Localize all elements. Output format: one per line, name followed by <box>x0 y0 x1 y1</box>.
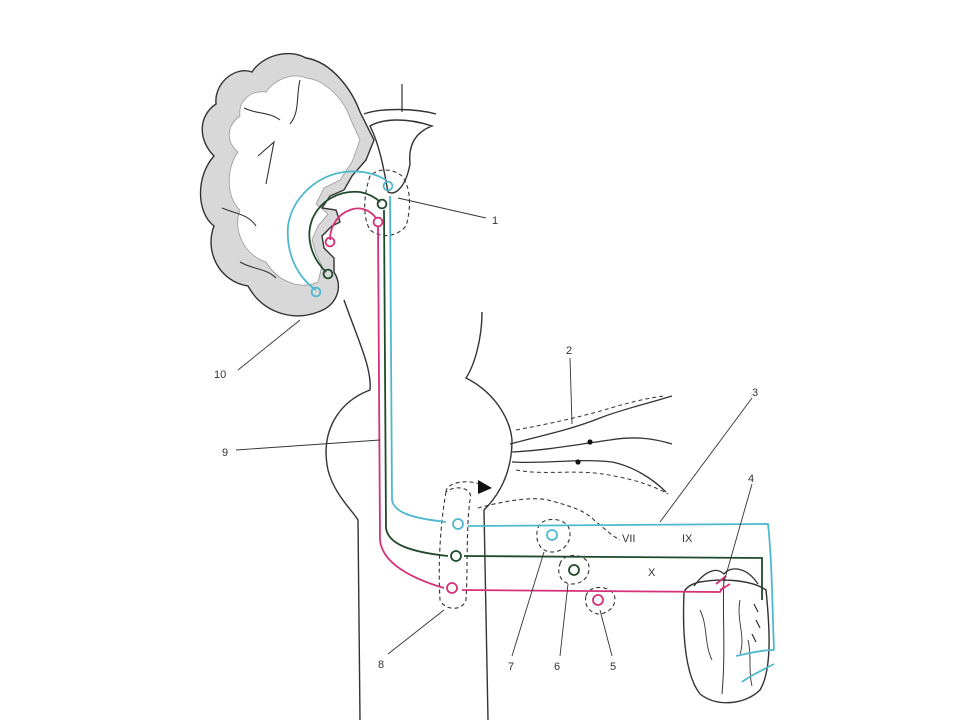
pathway-ix-magenta <box>324 207 731 606</box>
sulcus-5 <box>239 261 277 279</box>
ganglion-boundary-ix <box>584 586 616 615</box>
arrowhead <box>478 480 492 494</box>
sulcus-1 <box>289 79 301 125</box>
green-ascending-fiber <box>383 209 449 557</box>
leader-6 <box>559 583 569 657</box>
label-1: 1 <box>492 215 498 227</box>
peripheral-nerve-branch <box>509 395 673 495</box>
label-8: 8 <box>378 659 384 671</box>
sulcus-2 <box>243 107 281 121</box>
magenta-neuron-ganglion <box>592 594 604 606</box>
brainstem-right <box>464 311 513 720</box>
leader-4 <box>723 483 753 583</box>
ganglion-boundary-vii <box>536 518 571 553</box>
green-neuron-thalamus <box>376 198 388 210</box>
nerve-fiber-3 <box>511 459 667 493</box>
tongue-fold-1 <box>699 609 713 661</box>
tongue-shading <box>751 603 761 643</box>
ventricle-roof <box>363 108 437 115</box>
white-matter <box>228 75 361 286</box>
tongue <box>682 568 770 704</box>
leader-1 <box>397 197 487 219</box>
magenta-neuron-cortex <box>324 236 336 248</box>
label-9: 9 <box>222 447 228 459</box>
leader-10 <box>237 319 301 371</box>
label-2: 2 <box>566 345 572 357</box>
label-7: 7 <box>508 661 514 673</box>
nerve-sheath-bottom <box>515 469 669 495</box>
magenta-neuron-thalamus <box>372 216 384 228</box>
label-10: 10 <box>214 369 226 381</box>
label-x: X <box>648 567 656 579</box>
magenta-cortical-arc <box>329 207 377 241</box>
label-5: 5 <box>610 661 616 673</box>
leader-7 <box>511 551 545 657</box>
thalamic-nucleus-boundary <box>364 169 411 237</box>
magenta-neuron-nucleus <box>446 582 458 594</box>
nerve-fiber-1 <box>509 395 673 445</box>
tongue-fold-3 <box>747 639 753 687</box>
green-neuron-cortex <box>322 268 334 280</box>
green-peripheral-fiber <box>463 555 763 600</box>
nerve-sheath-top <box>515 395 665 431</box>
cyan-tongue-branch <box>735 649 775 683</box>
label-ix: IX <box>682 533 693 545</box>
label-vii: VII <box>622 533 635 545</box>
sulcus-4 <box>221 207 257 227</box>
epiglottis <box>693 568 759 587</box>
label-3: 3 <box>752 387 758 399</box>
lateral-ventricle <box>369 119 435 194</box>
label-4: 4 <box>748 473 754 485</box>
leader-3 <box>659 397 753 523</box>
cerebral-hemisphere <box>199 52 437 317</box>
leader-lines <box>235 197 753 657</box>
cyan-ascending-fiber <box>389 195 447 523</box>
leader-5 <box>599 609 613 657</box>
brainstem-left <box>325 299 371 720</box>
cyan-neuron-thalamus <box>382 180 394 192</box>
labels: 1 2 3 4 5 6 7 8 9 10 VII IX X <box>214 215 758 673</box>
magenta-tongue-branch <box>715 575 731 591</box>
ganglion-boundary-x <box>558 554 590 585</box>
cyan-peripheral-fiber <box>467 523 775 651</box>
nerve-fiber-2 <box>511 437 673 453</box>
solitary-nucleus-boundary <box>438 487 472 609</box>
brainstem <box>325 299 513 720</box>
tongue-outline <box>682 579 770 704</box>
dashed-boundaries <box>364 169 621 615</box>
cyan-cortical-arc <box>286 170 387 291</box>
cyan-neuron-ganglion <box>546 529 558 541</box>
cyan-neuron-cortex <box>310 286 322 298</box>
cyan-neuron-nucleus <box>452 518 464 530</box>
tongue-fold-2 <box>738 599 743 655</box>
green-neuron-nucleus <box>450 550 462 562</box>
pathway-x-green <box>308 190 763 600</box>
label-6: 6 <box>554 661 560 673</box>
magenta-ascending-fiber <box>377 225 445 589</box>
leader-8 <box>387 609 445 655</box>
green-neuron-ganglion <box>568 564 580 576</box>
green-cortical-arc <box>308 190 381 273</box>
ganglion-dot-1 <box>587 439 593 445</box>
ganglion-dot-2 <box>575 459 581 465</box>
pathway-vii-cyan <box>286 170 775 683</box>
leader-2 <box>569 357 573 425</box>
leader-9 <box>235 439 381 451</box>
sulcus-3 <box>257 140 275 185</box>
